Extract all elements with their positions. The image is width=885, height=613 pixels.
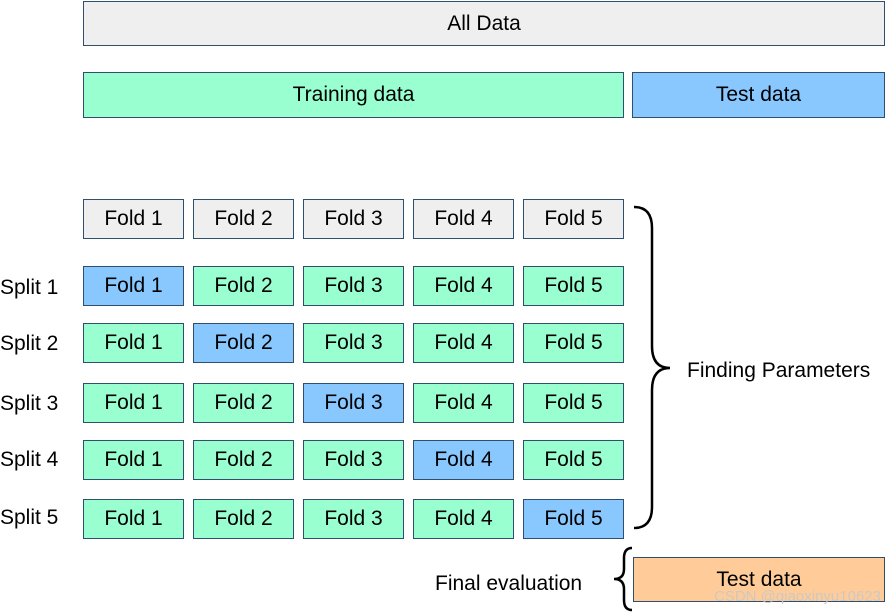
split-5-fold-4: Fold 4 (413, 499, 514, 539)
fold-label: Fold 5 (544, 448, 603, 471)
training-data-label: Training data (292, 83, 415, 106)
all-data-bar: All Data (83, 1, 885, 46)
final-evaluation-brace (613, 546, 633, 612)
split-2-fold-1: Fold 1 (83, 323, 184, 363)
fold-label: Fold 3 (324, 274, 383, 297)
split-4-fold-5: Fold 5 (523, 440, 624, 480)
final-test-data-box: Test data (633, 557, 885, 602)
split-5-fold-1: Fold 1 (83, 499, 184, 539)
fold-label: Fold 5 (544, 391, 603, 414)
split-label: Split 4 (0, 448, 59, 471)
fold-label: Fold 4 (434, 391, 493, 414)
header-fold-1: Fold 1 (83, 199, 184, 239)
split-1-fold-5: Fold 5 (523, 266, 624, 306)
fold-label: Fold 3 (324, 331, 383, 354)
header-fold-2: Fold 2 (193, 199, 294, 239)
split-1-fold-2: Fold 2 (193, 266, 294, 306)
split-3-fold-1: Fold 1 (83, 383, 184, 423)
header-fold-label: Fold 5 (544, 207, 603, 230)
finding-parameters-brace (633, 205, 671, 530)
fold-label: Fold 4 (434, 331, 493, 354)
test-data-label: Test data (715, 83, 802, 106)
fold-label: Fold 1 (104, 274, 163, 297)
fold-label: Fold 2 (214, 448, 273, 471)
fold-label: Fold 3 (324, 391, 383, 414)
split-label: Split 1 (0, 276, 59, 299)
split-5-fold-5: Fold 5 (523, 499, 624, 539)
split-label: Split 2 (0, 332, 59, 355)
split-3-fold-5: Fold 5 (523, 383, 624, 423)
split-3-fold-3: Fold 3 (303, 383, 404, 423)
header-fold-label: Fold 3 (324, 207, 383, 230)
watermark-text: CSDN @qiaoxinyu10623 (714, 588, 881, 605)
fold-label: Fold 1 (104, 331, 163, 354)
fold-label: Fold 4 (434, 507, 493, 530)
fold-label: Fold 2 (214, 507, 273, 530)
final-test-data-label: Test data (716, 567, 802, 591)
fold-label: Fold 2 (214, 274, 273, 297)
split-label: Split 3 (0, 392, 59, 415)
header-fold-3: Fold 3 (303, 199, 404, 239)
split-4-fold-2: Fold 2 (193, 440, 294, 480)
fold-label: Fold 5 (544, 331, 603, 354)
split-4-fold-1: Fold 1 (83, 440, 184, 480)
split-label: Split 5 (0, 506, 59, 529)
fold-label: Fold 2 (214, 331, 273, 354)
split-1-fold-4: Fold 4 (413, 266, 514, 306)
fold-label: Fold 5 (544, 507, 603, 530)
fold-label: Fold 4 (434, 448, 493, 471)
header-fold-4: Fold 4 (413, 199, 514, 239)
split-3-fold-4: Fold 4 (413, 383, 514, 423)
split-5-fold-3: Fold 3 (303, 499, 404, 539)
split-3-fold-2: Fold 2 (193, 383, 294, 423)
fold-label: Fold 5 (544, 274, 603, 297)
fold-label: Fold 1 (104, 507, 163, 530)
split-1-fold-1: Fold 1 (83, 266, 184, 306)
training-data-bar: Training data (83, 72, 624, 118)
fold-label: Fold 4 (434, 274, 493, 297)
header-fold-label: Fold 2 (214, 207, 273, 230)
header-fold-label: Fold 1 (104, 207, 163, 230)
split-4-fold-3: Fold 3 (303, 440, 404, 480)
header-fold-5: Fold 5 (523, 199, 624, 239)
header-fold-label: Fold 4 (434, 207, 493, 230)
fold-label: Fold 1 (104, 391, 163, 414)
split-4-fold-4: Fold 4 (413, 440, 514, 480)
split-2-fold-2: Fold 2 (193, 323, 294, 363)
test-data-bar: Test data (632, 72, 885, 118)
split-2-fold-5: Fold 5 (523, 323, 624, 363)
split-1-fold-3: Fold 3 (303, 266, 404, 306)
fold-label: Fold 2 (214, 391, 273, 414)
fold-label: Fold 3 (324, 507, 383, 530)
final-evaluation-label: Final evaluation (435, 572, 583, 595)
split-5-fold-2: Fold 2 (193, 499, 294, 539)
fold-label: Fold 1 (104, 448, 163, 471)
split-2-fold-4: Fold 4 (413, 323, 514, 363)
split-2-fold-3: Fold 3 (303, 323, 404, 363)
fold-label: Fold 3 (324, 448, 383, 471)
all-data-label: All Data (447, 11, 521, 35)
finding-parameters-label: Finding Parameters (687, 359, 871, 382)
